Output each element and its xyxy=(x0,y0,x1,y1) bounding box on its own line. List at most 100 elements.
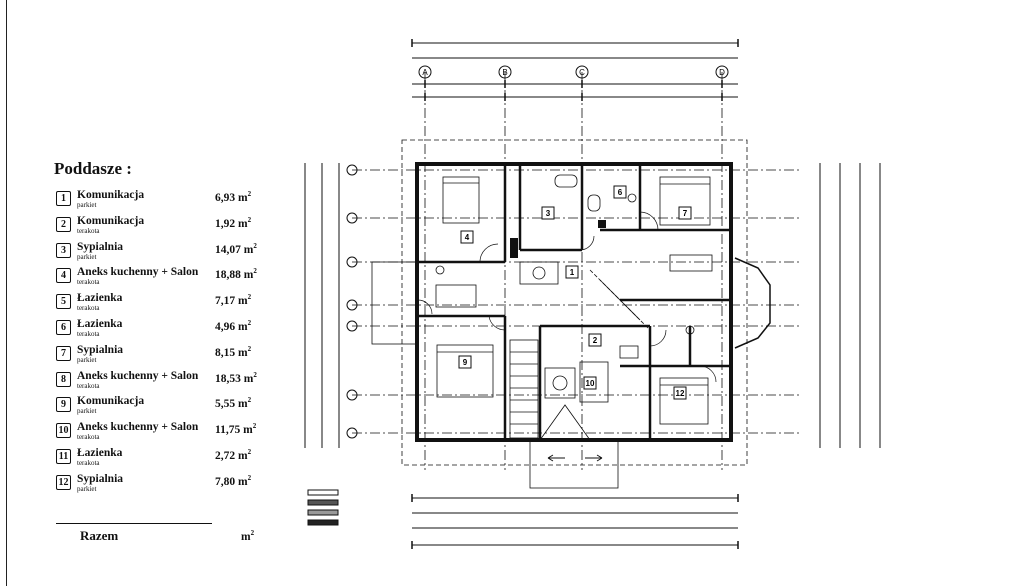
bay-window xyxy=(734,257,771,349)
room-area: 1,92 m2 xyxy=(215,215,252,230)
room-name: Sypialnia xyxy=(77,472,124,485)
plan-room-tag: 1 xyxy=(565,265,579,279)
room-floor-finish: terakota xyxy=(77,304,100,313)
room-floor-finish: terakota xyxy=(77,278,100,287)
interior-walls xyxy=(417,164,731,440)
room-name: Komunikacja xyxy=(77,214,145,227)
bottom-dimension-lines xyxy=(412,497,738,546)
svg-text:9: 9 xyxy=(463,358,468,367)
room-floor-finish: parkiet xyxy=(77,252,97,261)
page-border-line xyxy=(6,0,7,586)
room-area: 7,80 m2 xyxy=(215,473,252,488)
hatched-blocks xyxy=(510,220,606,258)
entrance-outline xyxy=(529,439,619,489)
left-balcony xyxy=(371,261,418,345)
room-area: 6,93 m2 xyxy=(215,190,252,204)
room-floor-finish: terakota xyxy=(77,381,100,390)
plan-hatch-legend xyxy=(307,489,339,526)
plan-room-tag: 3 xyxy=(541,206,555,220)
room-floor-finish: parkiet xyxy=(77,355,97,364)
right-dimension-lines xyxy=(819,163,881,448)
room-number-box: 1 xyxy=(56,191,71,206)
room-number-box: 6 xyxy=(56,319,71,335)
room-number-box: 4 xyxy=(56,268,71,284)
room-name: Aneks kuchenny + Salon xyxy=(77,421,199,434)
door-swings xyxy=(417,211,717,383)
entrance-arrows xyxy=(547,454,603,462)
svg-text:1: 1 xyxy=(570,268,575,277)
room-name: Aneks kuchenny + Salon xyxy=(77,369,199,382)
room-number-box: 2 xyxy=(56,216,71,232)
room-floor-finish: parkiet xyxy=(77,407,97,416)
room-name: Łazienka xyxy=(77,446,123,459)
room-number-box: 10 xyxy=(56,423,71,439)
axis-label: D xyxy=(719,68,725,77)
svg-text:2: 2 xyxy=(593,336,598,345)
plan-room-tag: 6 xyxy=(613,185,627,199)
svg-text:10: 10 xyxy=(586,379,595,388)
svg-text:12: 12 xyxy=(676,389,685,398)
room-floor-finish: terakota xyxy=(77,433,100,442)
room-floor-finish: terakota xyxy=(77,226,100,235)
legend-title: Poddasze : xyxy=(54,159,132,178)
axis-label: C xyxy=(579,68,585,77)
total-unit: m2 xyxy=(241,529,255,543)
room-area: 8,15 m2 xyxy=(215,344,252,359)
top-dimension-lines xyxy=(412,42,738,98)
room-area: 4,96 m2 xyxy=(215,318,252,333)
room-number-box: 9 xyxy=(56,397,71,413)
total-divider xyxy=(56,523,212,524)
furniture xyxy=(435,174,713,425)
svg-text:3: 3 xyxy=(546,209,551,218)
room-floor-finish: terakota xyxy=(77,458,100,467)
room-area: 18,53 m2 xyxy=(215,370,257,385)
room-name: Łazienka xyxy=(77,292,123,305)
plan-room-tag: 12 xyxy=(673,386,687,400)
room-area: 5,55 m2 xyxy=(215,396,252,411)
roof-outline xyxy=(401,139,748,466)
staircase xyxy=(509,269,651,441)
room-number-box: 8 xyxy=(56,371,71,387)
total-label: Razem xyxy=(80,528,119,543)
plan-room-tag: 9 xyxy=(458,355,472,369)
room-floor-finish: parkiet xyxy=(77,484,97,493)
svg-text:6: 6 xyxy=(618,188,623,197)
room-number-box: 7 xyxy=(56,345,71,361)
axis-lines xyxy=(352,72,800,470)
dimension-ticks xyxy=(411,39,739,549)
room-number-box: 12 xyxy=(56,474,71,490)
room-name: Komunikacja xyxy=(77,189,145,201)
room-area: 14,07 m2 xyxy=(215,241,257,256)
axis-label-group: A B C D xyxy=(422,68,725,77)
plan-room-tag: 4 xyxy=(460,230,474,244)
axis-label: A xyxy=(422,68,428,77)
room-number-box: 11 xyxy=(56,448,71,464)
left-dimension-lines xyxy=(304,163,340,448)
room-area: 2,72 m2 xyxy=(215,447,252,462)
room-area: 11,75 m2 xyxy=(215,422,257,436)
plan-room-tag: 2 xyxy=(588,333,602,347)
axis-label: B xyxy=(502,68,507,77)
room-name: Komunikacja xyxy=(77,395,145,408)
svg-text:7: 7 xyxy=(683,209,688,218)
outer-walls xyxy=(415,162,733,442)
room-area: 7,17 m2 xyxy=(215,293,252,308)
room-name: Łazienka xyxy=(77,317,123,330)
room-name: Sypialnia xyxy=(77,240,124,253)
room-number-box: 5 xyxy=(56,294,71,310)
axis-bubbles xyxy=(346,65,729,439)
